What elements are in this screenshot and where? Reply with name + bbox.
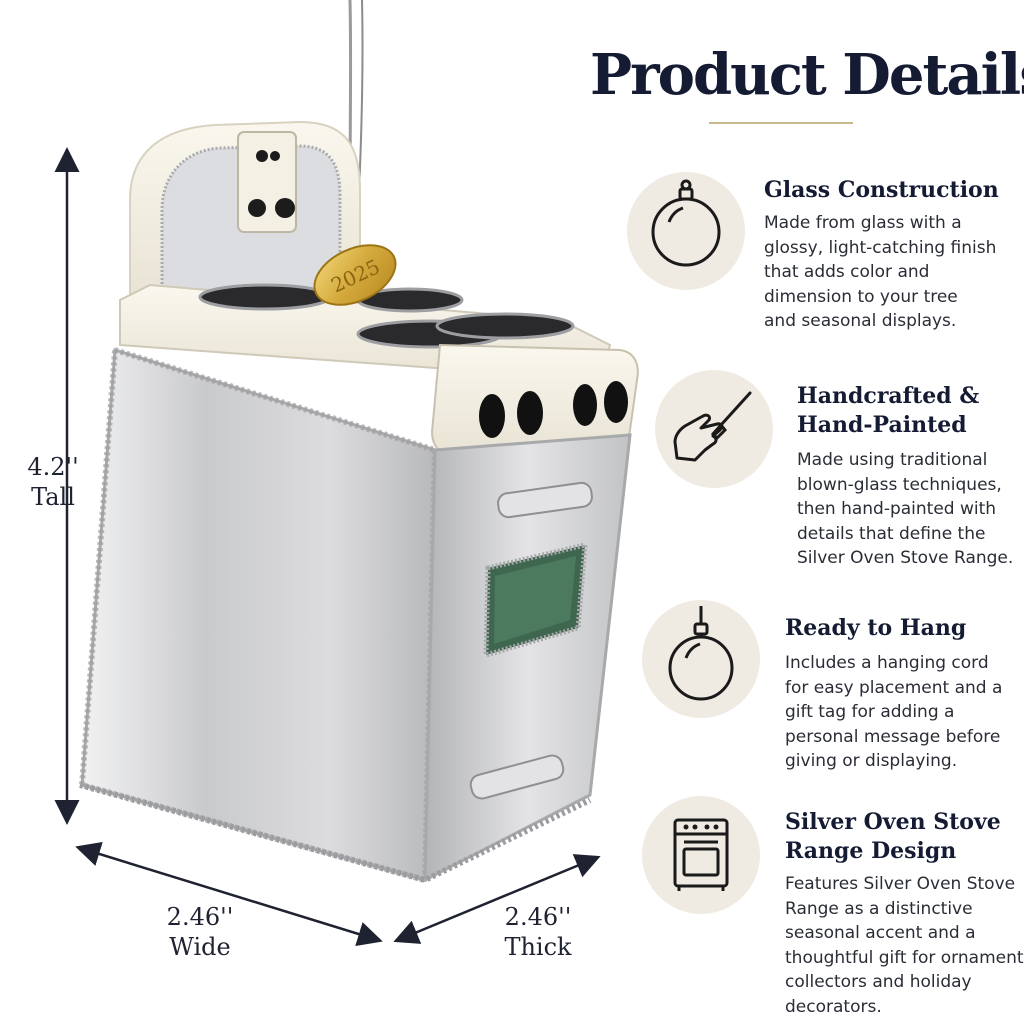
feature-title-line: Ready to Hang <box>785 615 967 641</box>
feature-title-line: Range Design <box>785 838 957 864</box>
stove-ornament-image: 2025 <box>54 0 639 947</box>
depth-value: 2.46'' <box>504 903 572 931</box>
width-caption: Wide <box>169 933 231 961</box>
feature-desc-line: giving or displaying. <box>785 751 958 771</box>
gift-tag: 2025 <box>313 244 397 306</box>
feature-desc-line: glossy, light-catching finish <box>764 237 997 258</box>
depth-caption: Thick <box>504 933 572 961</box>
width-dimension-label: 2.46'' Wide <box>150 902 250 962</box>
feature-desc-line: seasonal accent and a <box>785 923 976 943</box>
hanging-ornament-icon <box>642 600 760 718</box>
feature-desc-line: Range as a distinctive <box>785 898 973 919</box>
height-value: 4.2'' <box>27 453 79 481</box>
feature-desc-line: Silver Oven Stove Range. <box>797 548 1014 568</box>
height-caption: Tall <box>31 483 75 511</box>
feature-desc-line: gift tag for adding a <box>785 702 955 722</box>
width-dimension-line <box>75 841 383 947</box>
feature-desc-line: that adds color and <box>764 262 930 282</box>
feature-title-line: Handcrafted & <box>797 383 980 409</box>
feature-desc-line: dimension to your tree <box>764 286 958 307</box>
feature-desc-line: details that define the <box>797 523 986 544</box>
ornament-icon <box>627 172 745 290</box>
feature-desc-line: Features Silver Oven Stove <box>785 874 1016 894</box>
feature-title-line: Silver Oven Stove <box>785 809 1001 835</box>
feature-desc-line: and seasonal displays. <box>764 311 957 331</box>
feature-desc-line: thoughtful gift for ornament <box>785 947 1024 968</box>
feature-desc-line: collectors and holiday <box>785 972 972 992</box>
feature-desc-line: personal message before <box>785 726 1001 747</box>
feature-desc-line: Includes a hanging cord <box>785 653 989 673</box>
stove-front-panel <box>80 348 437 882</box>
title-divider <box>709 122 853 124</box>
hand-brush-icon <box>655 370 773 488</box>
feature-title-line: Glass Construction <box>764 177 999 203</box>
stove-icon <box>642 796 760 914</box>
feature-desc-line: decorators. <box>785 996 882 1017</box>
page-title: Product Details <box>590 42 1024 108</box>
width-value: 2.46'' <box>166 903 234 931</box>
depth-dimension-label: 2.46'' Thick <box>488 902 588 962</box>
feature-title-line: Hand-Painted <box>797 412 967 438</box>
feature-desc-line: for easy placement and a <box>785 677 1003 698</box>
feature-desc-line: then hand-painted with <box>797 499 997 519</box>
height-dimension-label: 4.2'' Tall <box>18 452 88 512</box>
depth-dimension-line <box>393 854 601 944</box>
feature-desc-line: blown-glass techniques, <box>797 474 1002 495</box>
feature-desc-line: Made using traditional <box>797 450 988 470</box>
feature-desc-line: Made from glass with a <box>764 213 962 233</box>
